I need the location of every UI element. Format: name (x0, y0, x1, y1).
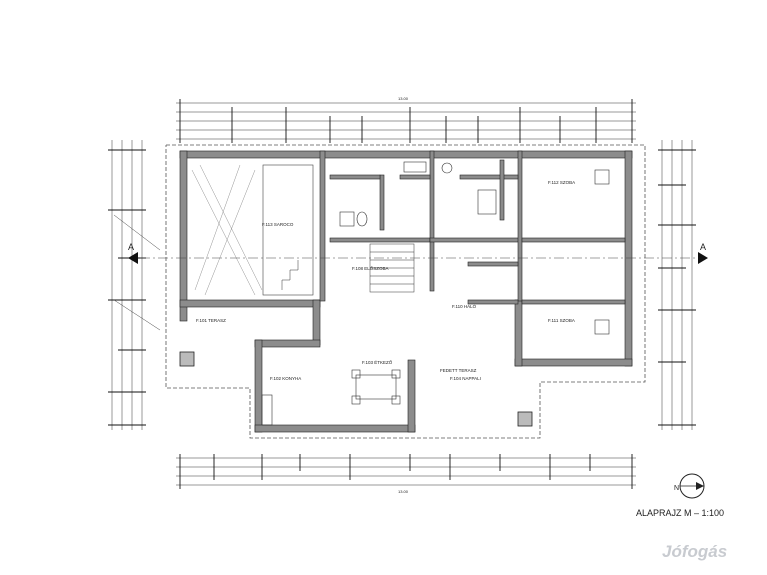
room-label: F.101 TERASZ (196, 318, 226, 323)
chimney-right (517, 411, 533, 427)
roof-outline (165, 144, 646, 439)
room-label: F.104 NAPPALI (450, 376, 481, 381)
north-letter: N (674, 485, 679, 492)
terrace-hatching (191, 164, 314, 296)
north-arrow-icon (679, 473, 705, 499)
watermark-logo: Jófogás (662, 542, 728, 561)
bottom-dimension-lines (176, 454, 636, 489)
right-dimension-lines (658, 140, 696, 430)
top-dimension-lines (176, 99, 636, 143)
exterior-walls (179, 150, 633, 433)
room-label: F.113 SAROCO (262, 222, 294, 227)
left-dimension-lines (108, 140, 161, 430)
room-label: FEDETT TERASZ (440, 368, 477, 373)
bathroom-fixtures (339, 161, 610, 335)
room-labels: F.113 SAROCO F.112 SZOBA F.111 SZOBA F.1… (196, 180, 575, 381)
room-label: F.112 SZOBA (548, 180, 575, 185)
section-line-a (128, 252, 708, 264)
bottom-total-dimension: 13.00 (398, 489, 409, 494)
section-label-left: A (128, 242, 134, 252)
room-label: F.108 ELŐSZOBA (352, 265, 389, 271)
room-label: F.103 ÉTKEZŐ (362, 359, 393, 365)
top-total-dimension: 13.00 (398, 96, 409, 101)
room-label: F.110 HÁLÓ (452, 303, 477, 309)
interior-walls (319, 150, 626, 305)
drawing-title: ALAPRAJZ M – 1:100 (636, 508, 725, 518)
section-label-right: A (700, 242, 706, 252)
room-label: F.102 KONYHA (270, 376, 301, 381)
dining-furniture (261, 369, 401, 426)
staircase (281, 243, 415, 293)
chimney-left (179, 351, 195, 367)
room-label: F.111 SZOBA (548, 318, 575, 323)
